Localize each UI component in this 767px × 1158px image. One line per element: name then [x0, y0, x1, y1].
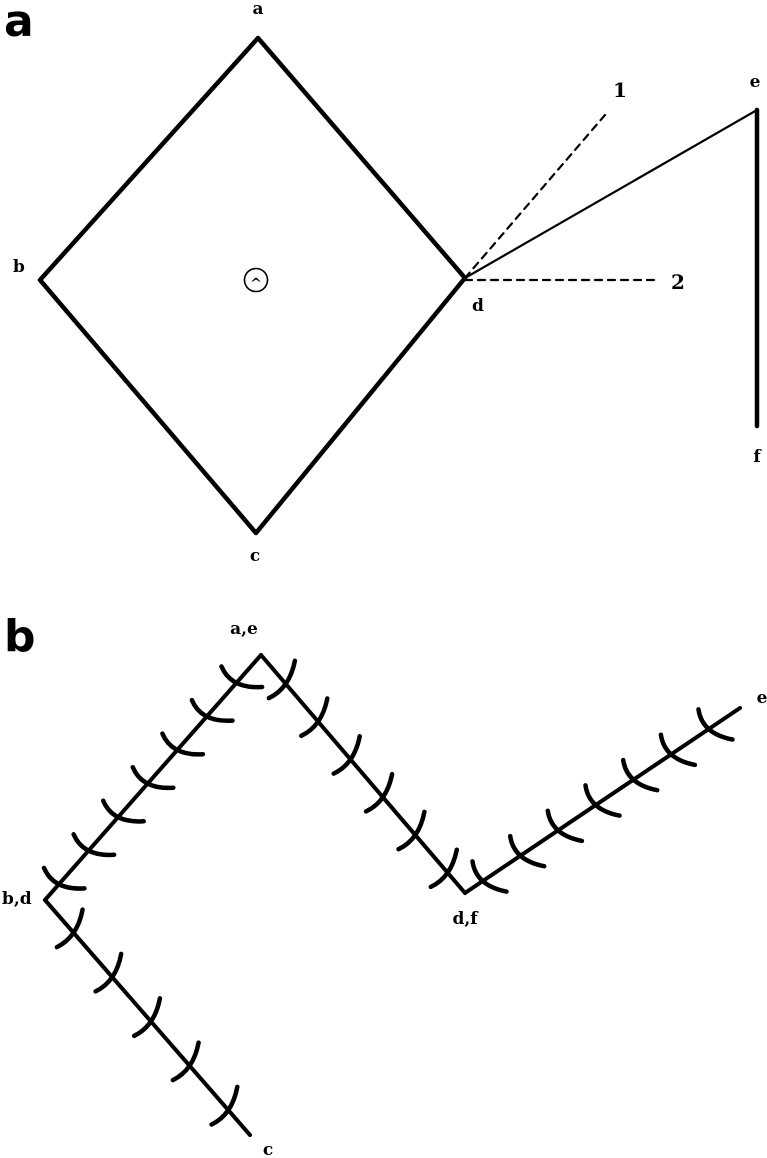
- point-b-label: b: [13, 257, 25, 277]
- point-f-label: f: [753, 447, 762, 467]
- stitch-mark: [545, 808, 585, 844]
- stitch-mark: [583, 783, 622, 818]
- stitch-mark: [470, 859, 509, 894]
- line-1-label: 1: [613, 78, 627, 102]
- stitch-mark: [428, 847, 460, 890]
- point-e-label-b: e: [757, 688, 767, 708]
- stitch-mark: [130, 764, 176, 791]
- center-mark: ^: [250, 276, 262, 292]
- stitch-mark: [396, 809, 427, 852]
- seam-bd-ae: [43, 653, 263, 902]
- stitch-mark: [170, 1040, 201, 1083]
- stitch-marks: [41, 658, 735, 1127]
- point-c-label: c: [250, 546, 260, 566]
- point-c-label-b: c: [263, 1140, 273, 1158]
- center-circle: [243, 267, 269, 293]
- stitch-mark: [266, 658, 298, 701]
- panel-a-label: a: [4, 0, 34, 47]
- seam-bd-c: [43, 898, 252, 1137]
- stitch-mark: [363, 771, 395, 814]
- seam-ae-df: [259, 653, 467, 895]
- seam-df-e: [463, 706, 742, 895]
- stitch-mark: [620, 757, 660, 793]
- panel-a: a ^ a b c d e f 1 2: [4, 0, 762, 566]
- stitch-mark: [331, 734, 362, 776]
- stitch-mark: [100, 798, 146, 824]
- stitch-mark: [54, 907, 85, 950]
- stitch-mark: [696, 707, 735, 742]
- point-df-label: d,f: [452, 909, 479, 929]
- panel-b-label: b: [4, 611, 36, 662]
- stitch-mark: [658, 732, 698, 768]
- line-d-e: [463, 108, 759, 280]
- stitch-mark: [71, 832, 117, 858]
- panel-b: b a,e b,d d,f c e: [2, 611, 767, 1158]
- stitch-mark: [299, 696, 330, 739]
- stitch-mark: [209, 1084, 240, 1127]
- stitch-mark: [219, 664, 265, 690]
- stitch-mark: [131, 996, 163, 1039]
- dashed-line-1: [463, 113, 607, 280]
- stitch-mark: [93, 951, 124, 994]
- point-a-label: a: [252, 0, 263, 19]
- diamond-abcd: [37, 35, 468, 536]
- stitch-mark: [507, 833, 547, 869]
- point-d-label: d: [472, 296, 484, 316]
- line-2-label: 2: [671, 270, 685, 294]
- point-e-label: e: [750, 72, 761, 92]
- stitch-mark: [160, 731, 206, 757]
- stitch-mark: [189, 697, 235, 723]
- point-ae-label: a,e: [230, 619, 258, 639]
- stitch-mark: [41, 865, 87, 891]
- point-bd-label: b,d: [2, 889, 32, 909]
